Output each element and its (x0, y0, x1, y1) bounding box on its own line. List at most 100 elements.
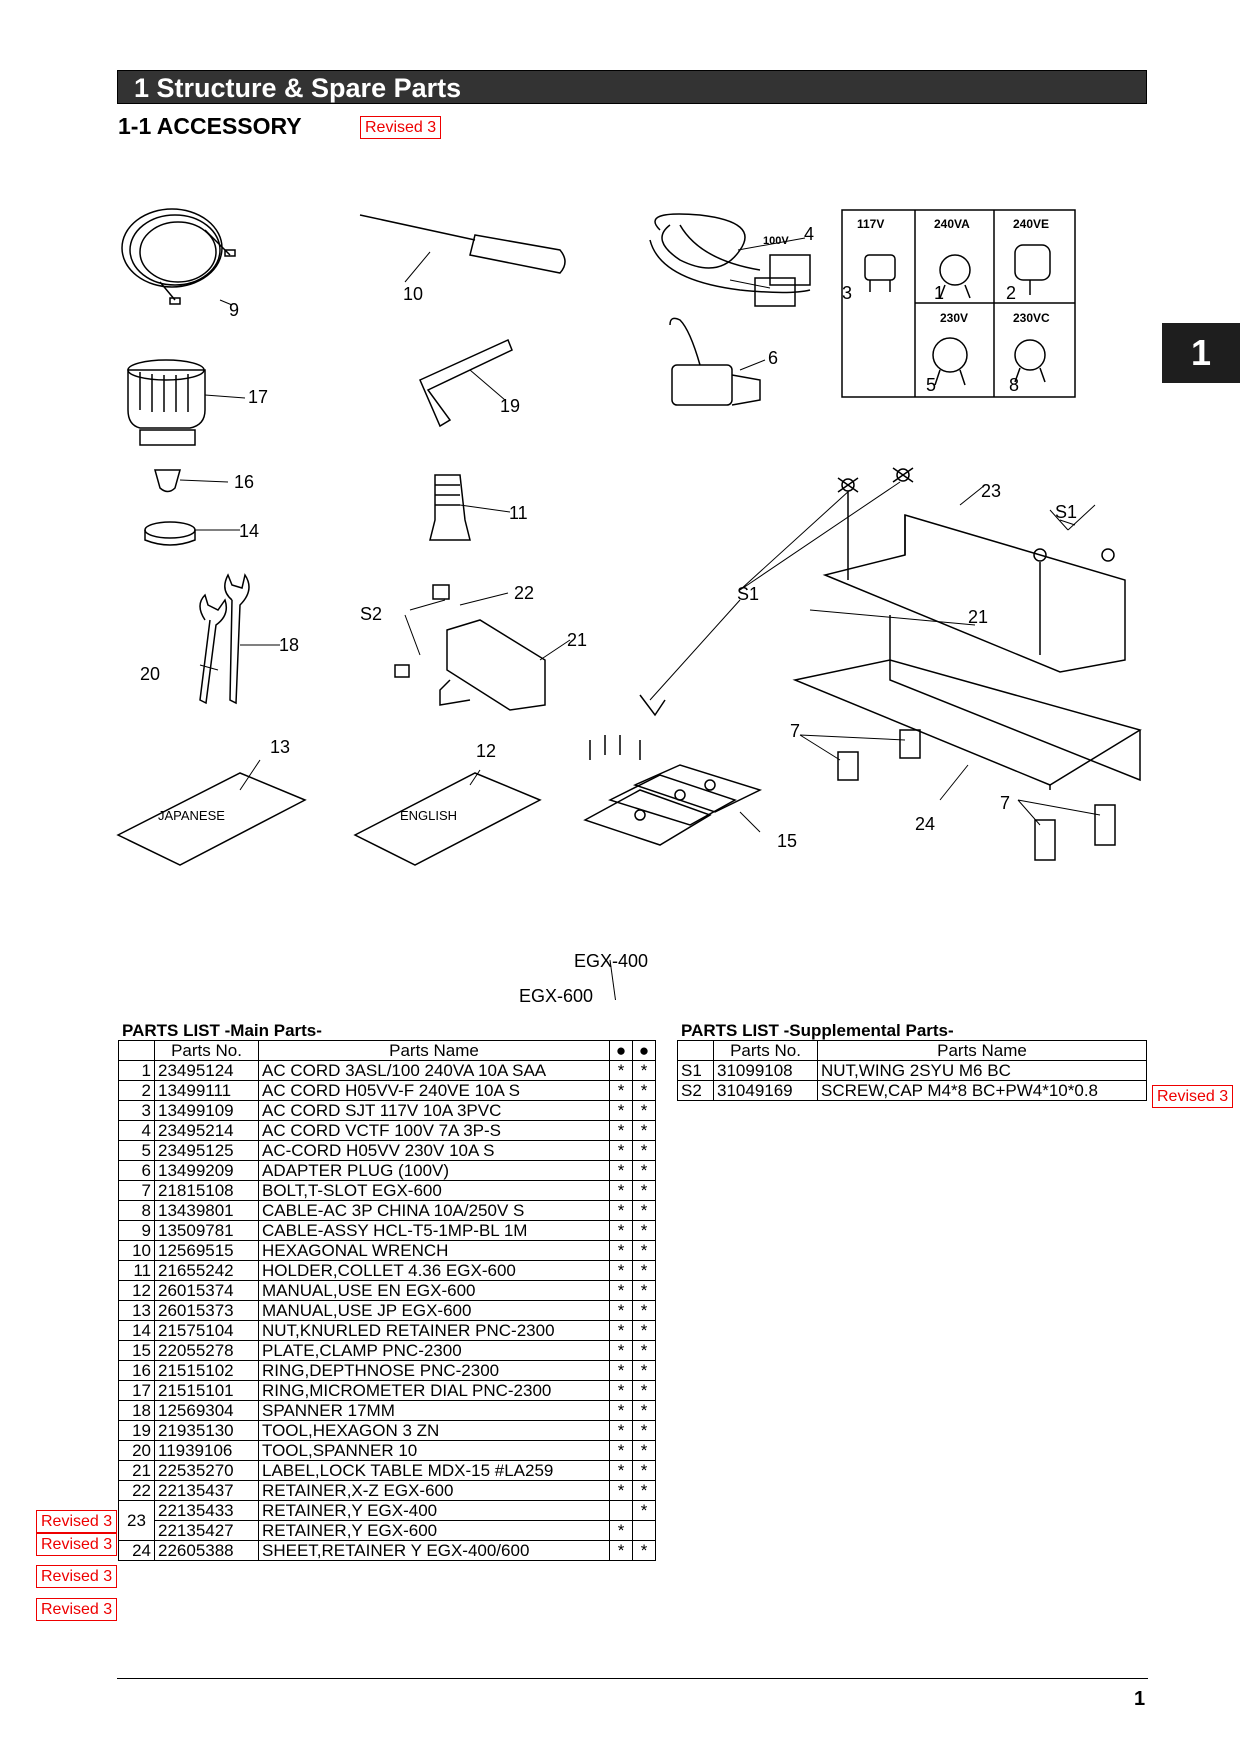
item-number: 15 (118, 1340, 155, 1361)
power-cord-illustration (649, 213, 811, 307)
parts-name: SCREW,CAP M4*8 BC+PW4*10*0.8 (817, 1080, 1147, 1101)
subsection-title: 1-1 ACCESSORY (118, 113, 302, 139)
egx400-mark: * (632, 1300, 656, 1321)
parts-no: 23495214 (154, 1120, 259, 1141)
egx400-mark: * (632, 1140, 656, 1161)
egx600-mark: * (609, 1100, 633, 1121)
egx400-mark: * (632, 1260, 656, 1281)
parts-name: NUT,KNURLED RETAINER PNC-2300 (258, 1320, 610, 1341)
item-number: 10 (118, 1240, 155, 1261)
label-13: 13 (270, 737, 291, 757)
label-16: 16 (234, 472, 255, 492)
egx600-mark: * (609, 1200, 633, 1221)
egx600-mark: * (609, 1460, 633, 1481)
egx400-mark: * (632, 1380, 656, 1401)
item-number: S2 (677, 1080, 714, 1101)
label-s1-right: S1 (1055, 502, 1078, 522)
egx600-mark: * (609, 1280, 633, 1301)
egx400-mark (632, 1520, 656, 1541)
model-egx400-label: EGX-400 (574, 951, 649, 971)
egx600-mark: * (609, 1300, 633, 1321)
header-item-cell (118, 1040, 155, 1061)
item-number: 22 (118, 1480, 155, 1501)
egx400-mark: * (632, 1060, 656, 1081)
parts-no: 21655242 (154, 1260, 259, 1281)
item-number: 23 (118, 1500, 155, 1541)
parts-name: AC CORD 3ASL/100 240VA 10A SAA (258, 1060, 610, 1081)
parts-no: 13499111 (154, 1080, 259, 1101)
hex-wrench-illustration (419, 338, 513, 428)
egx600-mark: * (609, 1160, 633, 1181)
egx600-mark: * (609, 1540, 633, 1561)
parts-name: AC CORD H05VV-F 240VE 10A S (258, 1080, 610, 1101)
egx400-mark: * (632, 1120, 656, 1141)
voltage-100v: 100V (763, 235, 789, 247)
item-number: 20 (118, 1440, 155, 1461)
parts-no: 23495125 (154, 1140, 259, 1161)
micrometer-ring-illustration (127, 359, 206, 446)
egx400-mark: * (632, 1200, 656, 1221)
footer-divider (117, 1678, 1148, 1679)
item-number: 5 (118, 1140, 155, 1161)
egx400-mark: * (632, 1180, 656, 1201)
egx600-mark: * (609, 1400, 633, 1421)
egx400-mark: * (632, 1240, 656, 1261)
header-egx600-dot: ● (609, 1040, 633, 1061)
egx400-mark: * (632, 1500, 656, 1521)
manual-japanese-text: JAPANESE (158, 808, 225, 823)
label-7-upper: 7 (790, 721, 801, 741)
parts-name: MANUAL,USE EN EGX-600 (258, 1280, 610, 1301)
parts-no: 21575104 (154, 1320, 259, 1341)
egx600-mark: * (609, 1440, 633, 1461)
egx600-mark: * (609, 1520, 633, 1541)
label-24: 24 (915, 814, 936, 834)
parts-no: 21935130 (154, 1420, 259, 1441)
egx600-mark: * (609, 1240, 633, 1261)
parts-name: HOLDER,COLLET 4.36 EGX-600 (258, 1260, 610, 1281)
voltage-117v: 117V (857, 217, 885, 231)
revised-badge-row-21: Revised 3 (36, 1510, 118, 1533)
parts-name: CABLE-ASSY HCL-T5-1MP-BL 1M (258, 1220, 610, 1241)
parts-name: PLATE,CLAMP PNC-2300 (258, 1340, 610, 1361)
egx400-mark: * (632, 1280, 656, 1301)
adapter-plug-illustration (669, 317, 761, 406)
parts-no: 21515101 (154, 1380, 259, 1401)
parts-no: 21815108 (154, 1180, 259, 1201)
voltage-240va: 240VA (934, 217, 970, 231)
parts-no: 31099108 (713, 1060, 818, 1081)
label-7-lower: 7 (1000, 793, 1011, 813)
item-number: 21 (118, 1460, 155, 1481)
parts-no: 13439801 (154, 1200, 259, 1221)
egx600-mark: * (609, 1260, 633, 1281)
parts-no: 23495124 (154, 1060, 259, 1081)
egx600-mark: * (609, 1480, 633, 1501)
parts-no: 11939106 (154, 1440, 259, 1461)
egx400-mark: * (632, 1480, 656, 1501)
parts-no: 22605388 (154, 1540, 259, 1561)
egx600-mark: * (609, 1060, 633, 1081)
egx400-mark: * (632, 1160, 656, 1181)
egx600-mark: * (609, 1080, 633, 1101)
parts-name: RETAINER,Y EGX-600 (258, 1520, 610, 1541)
parts-name: BOLT,T-SLOT EGX-600 (258, 1180, 610, 1201)
label-19: 19 (500, 396, 521, 416)
label-9: 9 (229, 300, 240, 320)
parts-name: RETAINER,X-Z EGX-600 (258, 1480, 610, 1501)
parts-name: NUT,WING 2SYU M6 BC (817, 1060, 1147, 1081)
egx600-mark (609, 1500, 633, 1521)
parts-name: TOOL,SPANNER 10 (258, 1440, 610, 1461)
